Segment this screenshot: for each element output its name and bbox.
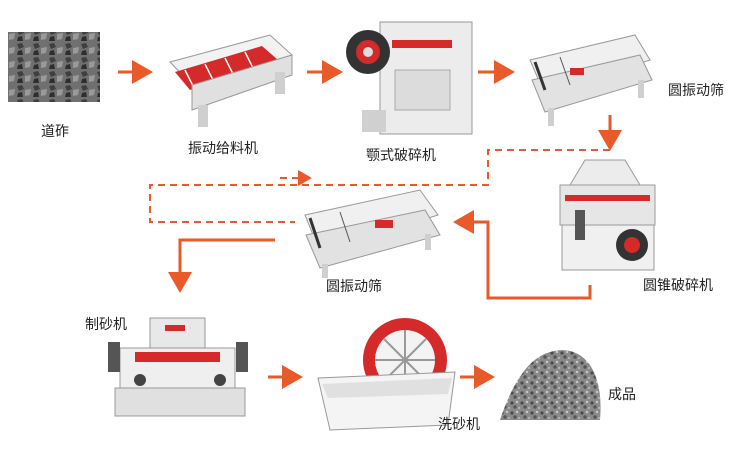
- raw-stone-pile: [8, 32, 100, 102]
- arrow-cone-to-screen: [453, 210, 592, 300]
- label-raw-stone: 道砟: [41, 124, 69, 140]
- vibrating-screen-2: [304, 189, 441, 278]
- cone-crusher-icon: [559, 159, 656, 271]
- label-sand-washer: 洗砂机: [438, 417, 480, 433]
- return-path-screen: [149, 149, 610, 223]
- gravel-pile-icon: [500, 350, 601, 420]
- label-screen-1: 圆振动筛: [668, 83, 724, 99]
- return-arrows: [149, 149, 610, 223]
- label-cone-crusher: 圆锥破碎机: [643, 278, 713, 294]
- sand-washer: [317, 318, 456, 431]
- jaw-crusher-icon: [346, 21, 473, 135]
- vibrating-screen-icon: [529, 34, 653, 126]
- sand-making-machine: [108, 317, 248, 417]
- vibrating-screen-icon: [304, 189, 441, 278]
- label-screen-2: 圆振动筛: [326, 279, 382, 295]
- rock-pile-icon: [8, 32, 100, 102]
- jaw-crusher: [346, 21, 473, 135]
- label-sand-maker: 制砂机: [85, 317, 127, 333]
- flow-arrows: [118, 60, 622, 389]
- vibrating-screen-1: [529, 34, 653, 126]
- label-product: 成品: [608, 387, 636, 403]
- label-feeder: 振动给料机: [188, 141, 258, 157]
- arrow-screen-to-sandmaker: [168, 238, 275, 293]
- product-gravel: [500, 350, 601, 420]
- sand-making-machine-icon: [108, 317, 248, 417]
- sand-washer-icon: [317, 318, 456, 431]
- label-jaw-crusher: 颚式破碎机: [366, 148, 436, 164]
- vibrating-feeder: [169, 34, 293, 127]
- cone-crusher: [559, 159, 656, 271]
- vibrating-feeder-icon: [169, 34, 293, 127]
